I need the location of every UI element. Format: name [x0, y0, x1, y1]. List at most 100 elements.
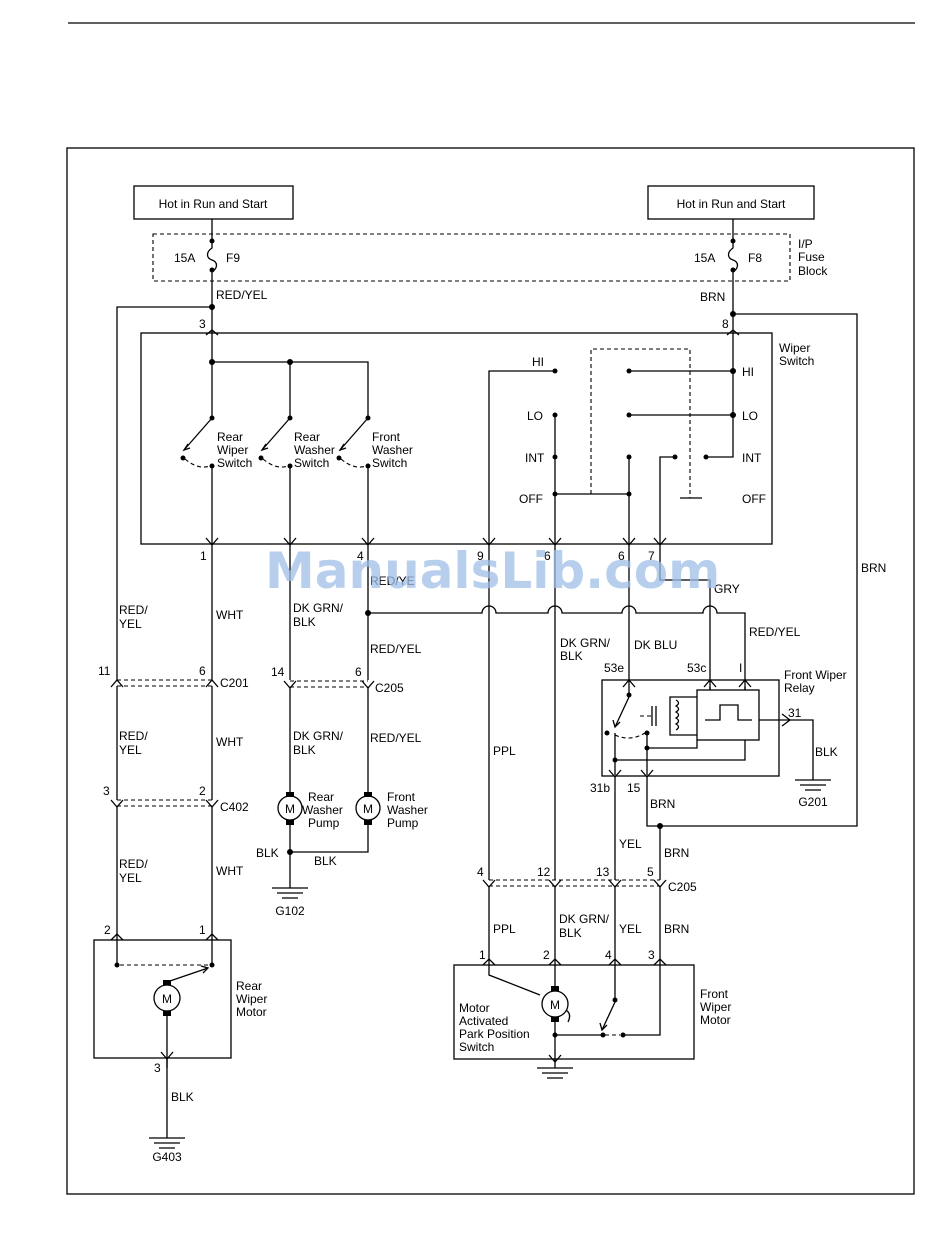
- diagram-frame: [66, 147, 915, 1195]
- pin-2-rear-motor: 2: [104, 923, 111, 937]
- front-wiper-motor-label-2: Wiper: [700, 1000, 731, 1014]
- connector-c205-left: 14 6 C205: [271, 665, 404, 695]
- connector-c205-right: 4 12 13 5 C205: [477, 865, 697, 894]
- rear-washer-switch-label-1: Rear: [294, 430, 320, 444]
- pin-8-switch: 8: [722, 317, 729, 331]
- c402-label: C402: [220, 800, 249, 814]
- rear-washer-switch[interactable]: Rear Washer Switch: [258, 415, 335, 471]
- ground-g403: G403: [149, 1137, 185, 1164]
- wire-yel-2: YEL: [619, 922, 642, 936]
- wiper-switch-label-2: Switch: [779, 354, 814, 368]
- c201-label: C201: [220, 676, 249, 690]
- fuse-f9-rating: 15A: [174, 251, 195, 265]
- front-washer-switch-label-1: Front: [372, 430, 401, 444]
- wire-brn-relay: BRN: [650, 797, 675, 811]
- hot-label-left: Hot in Run and Start: [159, 197, 268, 211]
- rear-wiper-switch-label-1: Rear: [217, 430, 243, 444]
- wire-red-yel-1a: RED/: [119, 603, 148, 617]
- pin-31: 31: [788, 706, 802, 720]
- rear-wiper-motor-label-3: Motor: [236, 1005, 267, 1019]
- pin-11-c201: 11: [98, 664, 111, 678]
- pin-3-front-motor: 3: [648, 948, 655, 962]
- fuse-f9: 15A F9: [174, 219, 240, 314]
- wire-gry: GRY: [714, 582, 740, 596]
- wire-dkgrn-1a: DK GRN/: [293, 601, 344, 615]
- pin-3-rear-motor: 3: [154, 1061, 161, 1075]
- pin-5-c205: 5: [647, 865, 654, 879]
- wire-yel-1: YEL: [619, 837, 642, 851]
- wire-ppl-1: PPL: [493, 744, 516, 758]
- wire-wht-1: WHT: [216, 608, 244, 622]
- wire-red-yel-pump: RED/YEL: [370, 731, 422, 745]
- wire-blk-pump-left: BLK: [256, 846, 279, 860]
- c205-left-label: C205: [375, 681, 404, 695]
- wire-red-yel-2a: RED/: [119, 729, 148, 743]
- wire-brn-3: BRN: [664, 922, 689, 936]
- front-washer-switch[interactable]: Front Washer Switch: [336, 415, 413, 471]
- park-switch-label-1: Motor: [459, 1001, 490, 1015]
- ground-front-motor: [537, 1067, 573, 1079]
- pin-i: I: [739, 661, 742, 675]
- relay-label-2: Relay: [784, 681, 815, 695]
- pin-53e: 53e: [604, 661, 624, 675]
- connector-c201: 11 6 C201: [98, 664, 249, 690]
- g201-label: G201: [798, 795, 828, 809]
- rear-washer-pump-label-3: Pump: [308, 816, 340, 830]
- rear-wiper-switch-label-3: Switch: [217, 456, 252, 470]
- pin-6-c205: 6: [355, 665, 362, 679]
- front-washer-pump-label-2: Washer: [387, 803, 428, 817]
- wire-blk-pump-right: BLK: [314, 854, 337, 868]
- pin-1-rear-motor: 1: [199, 923, 206, 937]
- wire-label-brn-right: BRN: [861, 561, 886, 575]
- pin-53c: 53c: [687, 661, 706, 675]
- g102-label: G102: [275, 904, 305, 918]
- rear-washer-pump-m: M: [285, 802, 295, 816]
- wiper-switch-box: [140, 332, 773, 545]
- pos-right-lo: LO: [742, 409, 758, 423]
- fuse-block-label-1: I/P: [798, 237, 813, 251]
- pin-1-switch: 1: [200, 549, 207, 563]
- pin-2-front-motor: 2: [543, 948, 550, 962]
- rear-wiper-switch[interactable]: Rear Wiper Switch: [180, 362, 253, 470]
- pin-4-c205: 4: [477, 865, 484, 879]
- pos-left-hi: HI: [532, 355, 544, 369]
- rear-washer-pump: M Rear Washer Pump: [277, 790, 343, 830]
- pos-right-off: OFF: [742, 492, 766, 506]
- wire-blk-g403: BLK: [171, 1090, 194, 1104]
- park-switch-label-4: Switch: [459, 1040, 494, 1054]
- pos-left-int: INT: [525, 451, 545, 465]
- pin-15: 15: [627, 781, 641, 795]
- watermark: ManualsLib.com: [265, 542, 720, 600]
- front-wiper-motor: 1 2 4 3 M Motor Activated Park Position …: [453, 948, 731, 1068]
- wire-label-red-yel-top: RED/YEL: [216, 288, 268, 302]
- wire-dkgrn-lo-b: BLK: [560, 649, 583, 663]
- fuse-block-label-3: Block: [798, 264, 828, 278]
- pin-9-switch: 9: [477, 549, 484, 563]
- front-washer-switch-label-3: Switch: [372, 456, 407, 470]
- pin-2-c402: 2: [199, 784, 206, 798]
- fuse-f8-rating: 15A: [694, 251, 715, 265]
- wire-dk-blu: DK BLU: [634, 638, 677, 652]
- wire-dkgrn-lo-a: DK GRN/: [560, 636, 611, 650]
- pin-7-switch: 7: [648, 549, 655, 563]
- wire-red-yel-1b: YEL: [119, 617, 142, 631]
- g403-label: G403: [152, 1150, 182, 1164]
- wire-blk-g201: BLK: [815, 745, 838, 759]
- front-washer-pump: M Front Washer Pump: [355, 790, 428, 830]
- pos-left-lo: LO: [527, 409, 543, 423]
- wire-wht-3: WHT: [216, 864, 244, 878]
- pin-4-front-motor: 4: [605, 948, 612, 962]
- wire-dkgrn-2a: DK GRN/: [293, 729, 344, 743]
- pin-31b: 31b: [590, 781, 610, 795]
- pin-6-switch-lo: 6: [544, 549, 551, 563]
- fuse-block-label-2: Fuse: [798, 250, 825, 264]
- park-switch-label-3: Park Position: [459, 1027, 530, 1041]
- wire-red-yel-2b: YEL: [119, 743, 142, 757]
- rear-wiper-motor: 2 1 M Rear Wiper Motor: [93, 923, 267, 1068]
- wire-ppl-2: PPL: [493, 922, 516, 936]
- wire-label-brn-top: BRN: [700, 290, 725, 304]
- park-switch-label-2: Activated: [459, 1014, 508, 1028]
- front-wiper-motor-label-3: Motor: [700, 1013, 731, 1027]
- fuse-block: [152, 233, 791, 282]
